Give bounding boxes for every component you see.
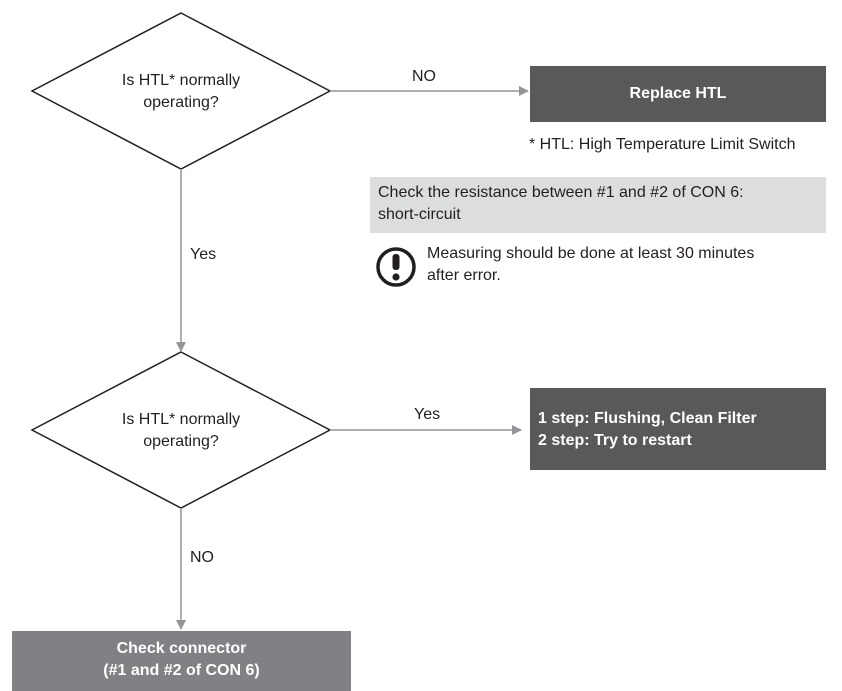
warning-line1: Measuring should be done at least 30 min…	[427, 245, 755, 262]
decision-2-line1: Is HTL* normally	[121, 411, 241, 428]
edge-label-d1-no: NO	[412, 68, 436, 85]
resistance-note-line1: Check the resistance between #1 and #2 o…	[378, 184, 744, 201]
warning-line2: after error.	[427, 267, 501, 284]
decision-diamond-2	[30, 351, 332, 509]
steps-line2: 2 step: Try to restart	[538, 432, 692, 449]
htl-footnote: * HTL: High Temperature Limit Switch	[529, 136, 796, 153]
steps-line1: 1 step: Flushing, Clean Filter	[538, 410, 757, 427]
edge-label-d1-yes: Yes	[190, 246, 217, 263]
replace-htl-label: Replace HTL	[629, 85, 727, 102]
resistance-note-box: Check the resistance between #1 and #2 o…	[370, 177, 826, 233]
replace-htl-box: Replace HTL	[530, 66, 826, 122]
edge-label-d2-no: NO	[190, 549, 214, 566]
decision-1-line2: operating?	[143, 94, 219, 111]
edge-label-d2-yes: Yes	[414, 406, 441, 423]
exclamation-circle-icon	[376, 247, 416, 287]
connector-line1: Check connector	[116, 640, 247, 657]
decision-2-line2: operating?	[143, 433, 219, 450]
decision-diamond-1	[30, 12, 332, 170]
check-connector-box: Check connector (#1 and #2 of CON 6)	[12, 631, 351, 691]
steps-box: 1 step: Flushing, Clean Filter 2 step: T…	[530, 388, 826, 470]
connector-line2: (#1 and #2 of CON 6)	[103, 662, 260, 679]
resistance-note-line2: short-circuit	[378, 206, 461, 223]
decision-1-line1: Is HTL* normally	[121, 72, 241, 89]
